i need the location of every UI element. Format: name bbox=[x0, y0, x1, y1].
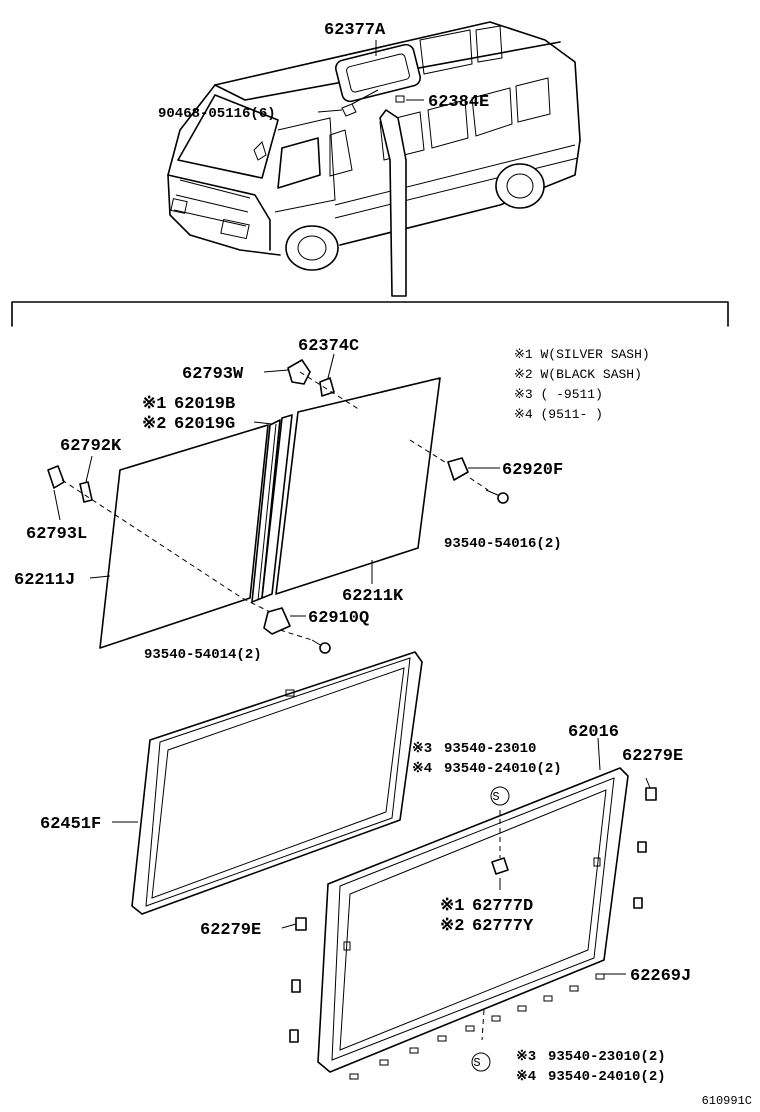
label-93540-23010-b: 93540-23010(2) bbox=[548, 1049, 666, 1065]
label-62777Y: 62777Y bbox=[472, 917, 534, 936]
mark-1-a: ※1 bbox=[142, 395, 166, 414]
label-62269J: 62269J bbox=[630, 967, 691, 986]
note-3: ※3 ( -9511) bbox=[514, 387, 603, 402]
label-62384E: 62384E bbox=[428, 93, 489, 112]
label-62451F: 62451F bbox=[40, 815, 101, 834]
label-62374C: 62374C bbox=[298, 337, 359, 356]
label-62793W: 62793W bbox=[182, 365, 244, 384]
label-62016: 62016 bbox=[568, 723, 619, 742]
glass-assembly bbox=[47, 359, 509, 654]
roof-window-frame bbox=[335, 43, 421, 103]
part-labels: 62377A 62384E 90468-05116(6) 62374C 6279… bbox=[14, 21, 691, 1085]
label-93540-54016: 93540-54016(2) bbox=[444, 536, 562, 552]
label-62920F: 62920F bbox=[502, 461, 563, 480]
label-62777D: 62777D bbox=[472, 897, 533, 916]
label-62279E-b: 62279E bbox=[200, 921, 261, 940]
label-93540-24010-a: 93540-24010(2) bbox=[444, 761, 562, 777]
label-62377A: 62377A bbox=[324, 21, 386, 40]
sash-frame-62016 bbox=[289, 767, 657, 1080]
mark-4-a: ※4 bbox=[412, 761, 432, 777]
glass-62211K bbox=[275, 377, 441, 595]
mark-2-a: ※2 bbox=[142, 415, 166, 434]
run-channel-62451F bbox=[131, 651, 423, 915]
section-divider bbox=[11, 301, 729, 327]
van-illustration bbox=[167, 21, 581, 297]
mark-3-a: ※3 bbox=[412, 741, 432, 757]
note-2: ※2 W(BLACK SASH) bbox=[514, 367, 642, 382]
label-93540-54014: 93540-54014(2) bbox=[144, 647, 262, 663]
note-4: ※4 (9511- ) bbox=[514, 407, 603, 422]
glass-62211J bbox=[99, 424, 269, 649]
s-symbol-bottom: S bbox=[473, 1056, 480, 1070]
mark-2-b: ※2 bbox=[440, 917, 464, 936]
label-62793L: 62793L bbox=[26, 525, 87, 544]
label-62211K: 62211K bbox=[342, 587, 404, 606]
arrow-indicator bbox=[379, 109, 407, 297]
mark-3-b: ※3 bbox=[516, 1049, 536, 1065]
label-62792K: 62792K bbox=[60, 437, 122, 456]
s-symbol-top: S bbox=[492, 790, 499, 804]
label-90468-05116: 90468-05116(6) bbox=[158, 106, 276, 122]
label-93540-24010-b: 93540-24010(2) bbox=[548, 1069, 666, 1085]
label-62019G: 62019G bbox=[174, 415, 235, 434]
legend-notes: ※1 W(SILVER SASH) ※2 W(BLACK SASH) ※3 ( … bbox=[514, 347, 650, 422]
mark-1-b: ※1 bbox=[440, 897, 464, 916]
label-93540-23010-a: 93540-23010 bbox=[444, 741, 536, 757]
label-62910Q: 62910Q bbox=[308, 609, 369, 628]
figure-code: 610991C bbox=[702, 1094, 752, 1108]
label-62211J: 62211J bbox=[14, 571, 75, 590]
leader-lines bbox=[53, 40, 651, 975]
mark-4-b: ※4 bbox=[516, 1069, 536, 1085]
label-62279E-a: 62279E bbox=[622, 747, 683, 766]
note-1: ※1 W(SILVER SASH) bbox=[514, 347, 650, 362]
label-62019B: 62019B bbox=[174, 395, 235, 414]
